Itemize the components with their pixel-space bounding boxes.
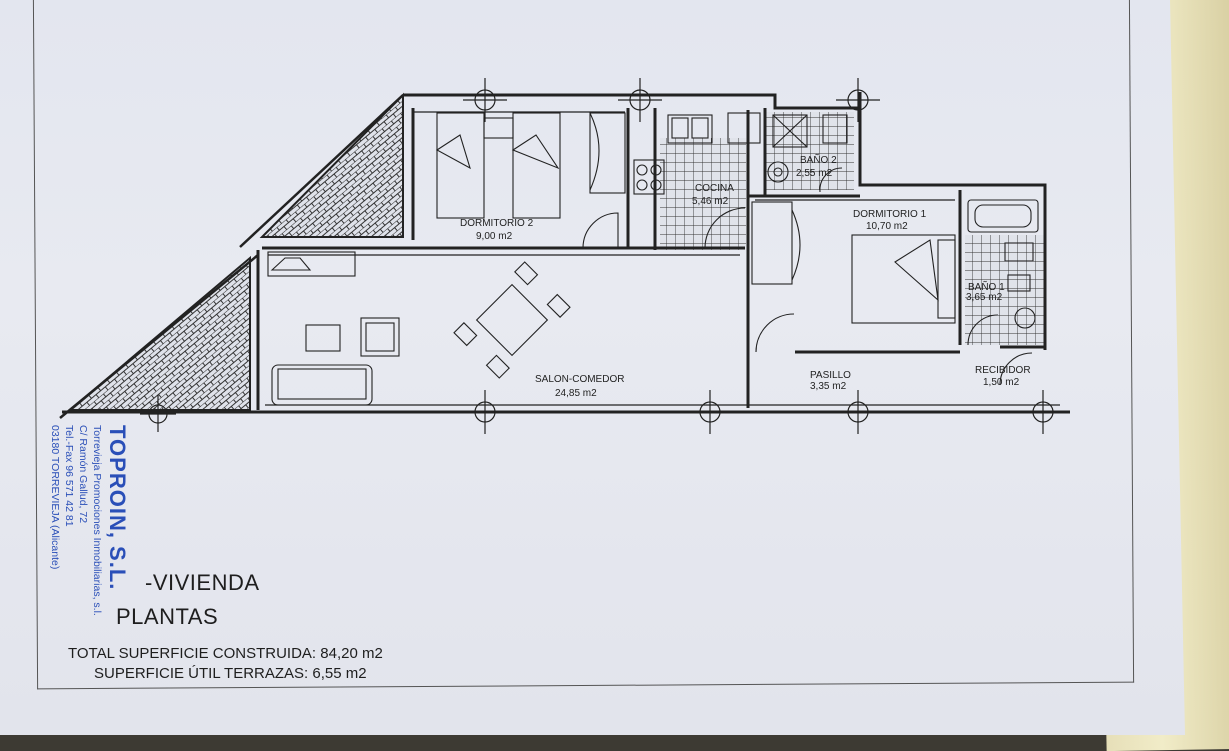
caption-vivienda: -VIVIENDA bbox=[145, 570, 260, 595]
bathroom1-fixtures bbox=[967, 199, 1039, 386]
label-pasillo: PASILLO bbox=[810, 370, 851, 381]
area-cocina: 5,46 m2 bbox=[692, 196, 729, 207]
label-cocina: COCINA bbox=[695, 183, 734, 194]
label-recibidor: RECIBIDOR bbox=[975, 365, 1031, 376]
walls bbox=[62, 92, 1070, 414]
area-pasillo: 3,35 m2 bbox=[810, 381, 847, 392]
grid-markers bbox=[140, 78, 1065, 434]
area-bano2: 2,55 m2 bbox=[796, 168, 833, 179]
caption-superficie-terrazas: SUPERFICIE ÚTIL TERRAZAS: 6,55 m2 bbox=[94, 665, 367, 682]
tile-cocina bbox=[660, 138, 746, 250]
wall-inner-lines bbox=[265, 111, 1060, 406]
kitchen-fixtures bbox=[633, 112, 761, 249]
terrace-upper bbox=[259, 92, 404, 238]
room-labels: DORMITORIO 2 9,00 m2 COCINA 5,46 m2 BAÑO… bbox=[460, 153, 1031, 399]
company-stamp: TOPROIN, S.L. Torrevieja Promociones Inm… bbox=[20, 425, 130, 725]
living-furniture bbox=[267, 251, 571, 406]
diagonal-wall-lower bbox=[59, 254, 259, 419]
floor-plan: DORMITORIO 2 9,00 m2 COCINA 5,46 m2 BAÑO… bbox=[59, 78, 1070, 434]
label-dormitorio1: DORMITORIO 1 bbox=[853, 209, 927, 220]
bed-dormitorio1 bbox=[851, 234, 956, 324]
caption-plantas: PLANTAS bbox=[116, 604, 219, 629]
caption-total-superficie: TOTAL SUPERFICIE CONSTRUIDA: 84,20 m2 bbox=[68, 645, 383, 662]
area-salon: 24,85 m2 bbox=[555, 388, 597, 399]
area-dormitorio2: 9,00 m2 bbox=[476, 231, 513, 242]
stamp-line3: Tel.-Fax 96 571 42 81 bbox=[63, 425, 75, 527]
bathroom2-fixtures bbox=[767, 114, 848, 193]
label-bano2: BAÑO 2 bbox=[800, 153, 837, 166]
door-dormitorio2 bbox=[582, 212, 619, 249]
stamp-company: TOPROIN, S.L. bbox=[105, 425, 130, 591]
stamp-line4: 03180 TORREVIEJA (Alicante) bbox=[49, 425, 61, 570]
stamp-line1: Torrevieja Promociones Inmobiliarias, s.… bbox=[91, 425, 103, 616]
label-bano1: BAÑO 1 bbox=[968, 280, 1005, 293]
wardrobe-dormitorio1 bbox=[751, 201, 801, 353]
stamp-line2: C/ Ramón Gallud, 72 bbox=[77, 425, 89, 524]
area-recibidor: 1,50 m2 bbox=[983, 377, 1020, 388]
label-dormitorio2: DORMITORIO 2 bbox=[460, 218, 534, 229]
area-bano1: 3,65 m2 bbox=[966, 292, 1003, 303]
wardrobe-dormitorio2 bbox=[589, 112, 626, 194]
diagonal-wall-upper bbox=[239, 94, 404, 248]
label-salon: SALON-COMEDOR bbox=[535, 374, 624, 385]
tile-bano2 bbox=[766, 112, 854, 190]
area-dormitorio1: 10,70 m2 bbox=[866, 221, 908, 232]
bed-dormitorio2 bbox=[435, 112, 561, 219]
